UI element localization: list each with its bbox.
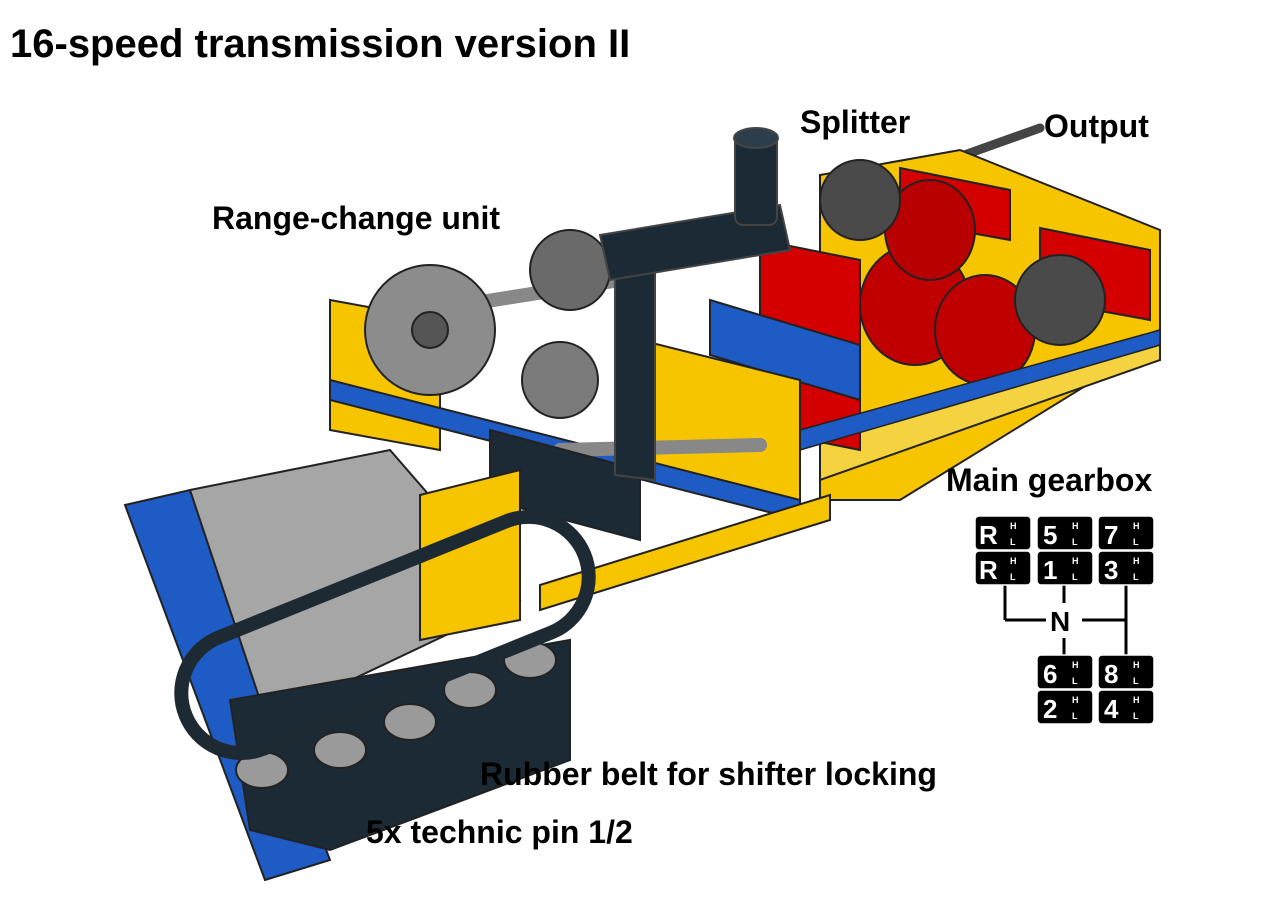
svg-text:R: R [979, 520, 998, 550]
gate-8-4: 8 4 H L H L [1097, 654, 1155, 725]
shifter-yellow-block [419, 468, 521, 642]
technic-pin-2 [313, 731, 367, 769]
dark-gear-1 [1014, 254, 1106, 346]
label-technic-pin: 5x technic pin 1/2 [366, 814, 633, 850]
shifter-lever-vertical [614, 248, 656, 482]
svg-text:L: L [1133, 537, 1139, 547]
svg-text:R: R [979, 555, 998, 585]
technic-pin-3 [383, 703, 437, 741]
label-output: Output [1044, 108, 1149, 144]
gate-5-1: 5 1 H L H L [1036, 515, 1094, 586]
svg-text:L: L [1072, 676, 1078, 686]
shift-pattern-diagram: R R H L H L 5 1 H L H L 7 3 H L H L [974, 515, 1155, 725]
svg-text:5: 5 [1043, 520, 1057, 550]
svg-text:1: 1 [1043, 555, 1057, 585]
svg-text:H: H [1133, 556, 1140, 566]
svg-text:3: 3 [1104, 555, 1118, 585]
svg-text:H: H [1072, 556, 1079, 566]
svg-text:H: H [1133, 521, 1140, 531]
dark-gear-2 [819, 159, 901, 241]
gate-6-2: 6 2 H L H L [1036, 654, 1094, 725]
svg-text:L: L [1133, 572, 1139, 582]
label-splitter: Splitter [800, 104, 911, 140]
gate-r-r: R R H L H L [974, 515, 1032, 586]
range-gear-small [529, 229, 611, 311]
svg-text:H: H [1010, 521, 1017, 531]
svg-text:H: H [1133, 660, 1140, 670]
svg-text:H: H [1072, 521, 1079, 531]
svg-text:7: 7 [1104, 520, 1118, 550]
svg-text:L: L [1010, 537, 1016, 547]
svg-text:H: H [1072, 660, 1079, 670]
range-gear-large-hub [411, 311, 449, 349]
svg-text:L: L [1072, 537, 1078, 547]
svg-text:8: 8 [1104, 659, 1118, 689]
svg-text:6: 6 [1043, 659, 1057, 689]
svg-text:H: H [1133, 695, 1140, 705]
svg-text:L: L [1133, 711, 1139, 721]
label-rubber-belt: Rubber belt for shifter locking [480, 756, 937, 792]
svg-text:H: H [1072, 695, 1079, 705]
shifter-knob-top [733, 127, 779, 149]
rubber-belt [174, 509, 596, 761]
svg-text:L: L [1072, 572, 1078, 582]
svg-text:2: 2 [1043, 694, 1057, 724]
long-yellow-beam [539, 493, 831, 612]
svg-text:L: L [1010, 572, 1016, 582]
svg-text:L: L [1133, 676, 1139, 686]
gate-7-3: 7 3 H L H L [1097, 515, 1155, 586]
page-title: 16-speed transmission version II [10, 22, 631, 66]
neutral-label: N [1050, 606, 1070, 637]
label-range-change-unit: Range-change unit [212, 200, 501, 236]
label-main-gearbox: Main gearbox [946, 462, 1153, 498]
svg-text:H: H [1010, 556, 1017, 566]
main-blue-beam [709, 298, 861, 402]
range-lower-axle [553, 438, 767, 457]
svg-text:L: L [1072, 711, 1078, 721]
svg-text:4: 4 [1104, 694, 1119, 724]
range-gear-lower [521, 341, 599, 419]
